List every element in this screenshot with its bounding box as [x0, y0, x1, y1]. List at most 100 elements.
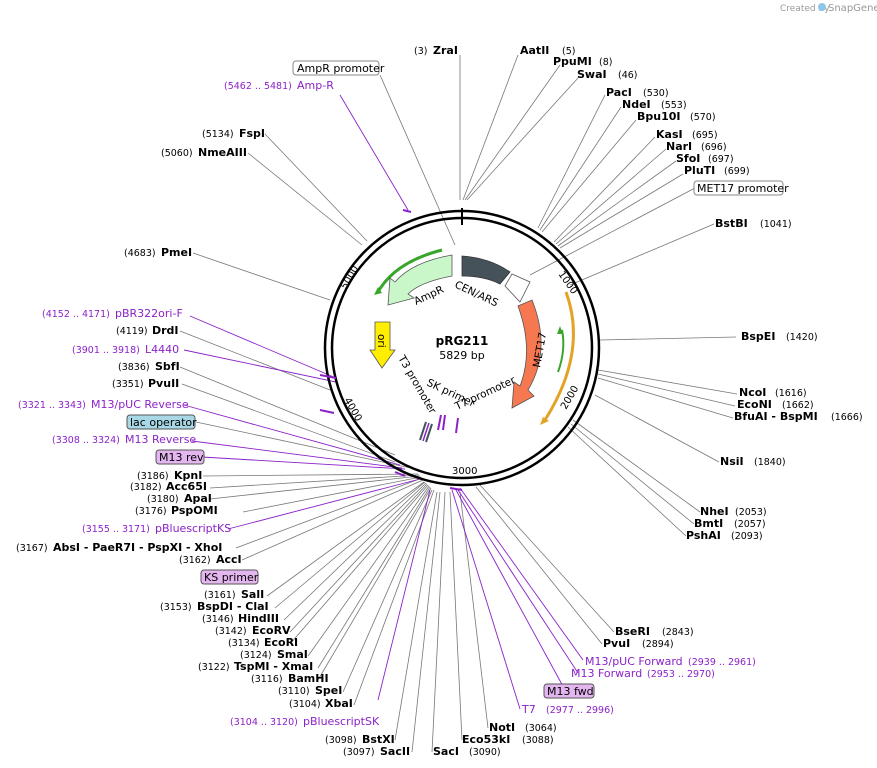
ori-feature [369, 321, 396, 369]
site-name: Bpu10I [637, 110, 681, 123]
ampR-arc [376, 248, 443, 293]
site-name: BspEI [741, 330, 775, 343]
primer-range: (3321 .. 3343) [18, 400, 86, 411]
cen-ars-feature [461, 255, 511, 285]
site-pos: (5060) [161, 148, 193, 159]
site-pos: (3110) [278, 686, 310, 697]
site-name: SacI [433, 745, 459, 758]
site-name: TspMI - XmaI [234, 660, 313, 673]
site-name: FspI [239, 127, 265, 140]
ori-label: ori [375, 334, 387, 348]
site-pos: (1666) [831, 412, 863, 423]
ampR-feature [387, 254, 453, 306]
site-pos: (2093) [731, 531, 763, 542]
site-pos: (5134) [202, 129, 234, 140]
site-name: NmeAIII [198, 146, 247, 159]
site-pos: (3836) [118, 362, 150, 373]
site-pos: (699) [724, 166, 750, 177]
primer-range: (2939 .. 2961) [688, 657, 756, 668]
site-pos: (3153) [160, 602, 192, 613]
site-pos: (1041) [760, 219, 792, 230]
site-pos: (3161) [204, 590, 236, 601]
site-pos: (2843) [662, 627, 694, 638]
site-name: Acc65I [166, 480, 207, 493]
ampR-primer-mark [402, 209, 412, 213]
site-name: HindIII [238, 612, 279, 625]
site-name: PspOMI [171, 504, 218, 517]
site-name: AccI [216, 553, 242, 566]
tick-3000: 3000 [452, 466, 477, 477]
sk-primer-marks [437, 414, 446, 431]
site-name: NsiI [720, 455, 744, 468]
site-name: XbaI [325, 697, 353, 710]
site-pos: (3064) [525, 723, 557, 734]
site-name: KasI [656, 128, 683, 141]
site-pos: (697) [708, 154, 734, 165]
m13-forward-primer-mark [449, 487, 463, 491]
primer-range: (3104 .. 3120) [230, 717, 298, 728]
site-pos: (3167) [16, 543, 48, 554]
site-pos: (4119) [116, 326, 148, 337]
site-name: PmeI [161, 246, 192, 259]
site-pos: (4683) [124, 248, 156, 259]
site-name: PpuMI [553, 55, 592, 68]
site-pos: (530) [643, 88, 669, 99]
ks-primer-box [200, 569, 259, 585]
site-pos: (1840) [754, 457, 786, 468]
primer-name: M13/pUC Reverse [91, 398, 189, 411]
site-name: Eco53kI [462, 733, 510, 746]
site-name: KpnI [174, 469, 202, 482]
met17-promoter-arc [543, 291, 575, 421]
backbone-outer [323, 209, 601, 487]
site-name: BstXI [362, 733, 395, 746]
primer-name: pBR322ori-F [115, 307, 183, 320]
primer-range: (2977 .. 2996) [546, 705, 614, 716]
leader-lines [179, 54, 738, 753]
primer-name: Amp-R [297, 79, 334, 92]
site-pos: (696) [701, 142, 727, 153]
site-name: PluTI [684, 164, 715, 177]
lac-operator-box-label: lac operator [130, 416, 197, 429]
site-name: BfuAI - BspMI [734, 410, 818, 423]
site-pos: (1420) [786, 332, 818, 343]
site-pos: (46) [618, 70, 638, 81]
met17-inner-arc [557, 329, 565, 373]
site-pos: (3176) [135, 506, 167, 517]
site-name: PvuII [148, 377, 179, 390]
m13-fwd-box [543, 683, 595, 699]
m13-fwd-box-label: M13 fwd [547, 685, 594, 698]
site-name: NheI [700, 505, 729, 518]
site-name: SbfI [155, 360, 180, 373]
site-pos: (3098) [325, 735, 357, 746]
snapgene-logo-icon [818, 3, 826, 11]
site-name: NdeI [622, 98, 651, 111]
site-name: NotI [489, 721, 515, 734]
site-pos: (3088) [522, 735, 554, 746]
site-name: ZraI [433, 44, 458, 57]
m13-rev-box-label: M13 rev [159, 451, 204, 464]
site-name: PvuI [603, 637, 630, 650]
credit-text: Created by [780, 4, 830, 14]
site-pos: (2057) [734, 519, 766, 530]
met17-inner-arrow-icon [557, 326, 563, 334]
site-pos: (3104) [289, 699, 321, 710]
site-name: BspDI - ClaI [197, 600, 269, 613]
site-pos: (3351) [112, 379, 144, 390]
primer-name: M13 Reverse [125, 433, 196, 446]
site-name: PacI [606, 86, 632, 99]
lac-primer-mark [394, 471, 406, 477]
cen-ars-arrowhead [504, 273, 531, 303]
primer-name: pBluescriptKS [155, 522, 231, 535]
m13-reverse-primer-mark [319, 409, 335, 414]
site-name: SpeI [315, 684, 342, 697]
site-name: AbsI - PaeR7I - PspXI - XhoI [53, 541, 222, 554]
t3-promoter-marks [419, 421, 433, 443]
primer-range: (4152 .. 4171) [42, 309, 110, 320]
site-name: EcoNI [737, 398, 772, 411]
site-name: BamHI [288, 672, 329, 685]
t7-promoter-marks [455, 417, 459, 434]
plasmid-length: 5829 bp [439, 349, 484, 362]
site-pos: (3162) [179, 555, 211, 566]
site-name: DrdI [152, 324, 179, 337]
